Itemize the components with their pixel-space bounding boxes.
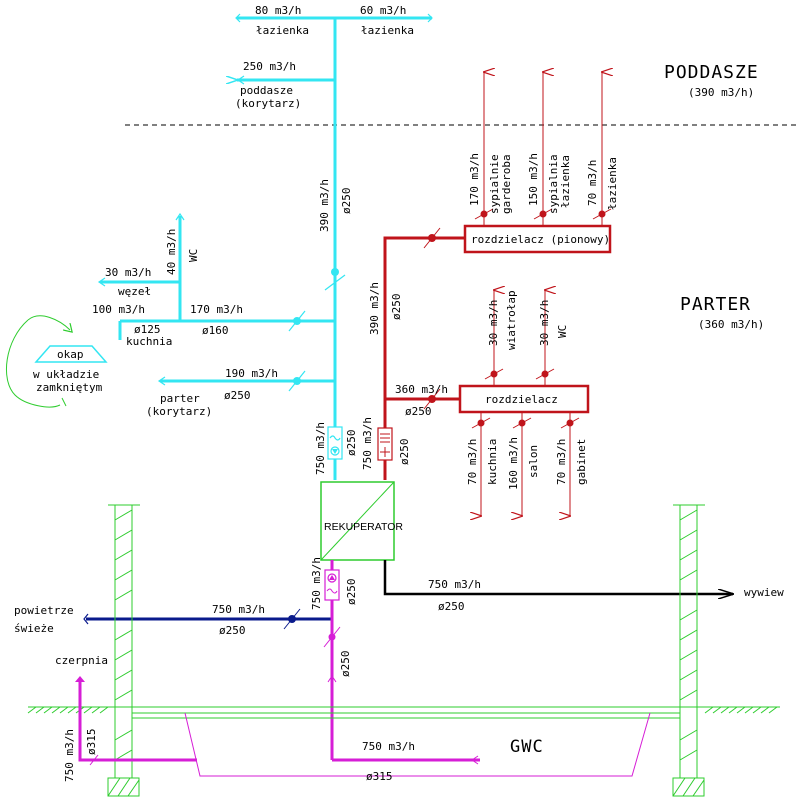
supply-main-flow: 750 m3/h bbox=[314, 422, 327, 475]
hood-label: okap bbox=[57, 348, 84, 361]
hood-note2: zamkniętym bbox=[36, 381, 103, 394]
recuperator bbox=[320, 481, 395, 561]
supply-poddasze-label1: poddasze bbox=[240, 84, 293, 97]
distributor-vertical-label: rozdzielacz (pionowy) bbox=[471, 233, 610, 246]
fresh-air-flow: 750 m3/h bbox=[212, 603, 265, 616]
supply-network bbox=[97, 13, 433, 480]
extract-sl-flow: 150 m3/h bbox=[527, 153, 540, 206]
extract-sl-label2: łazienka bbox=[559, 155, 572, 208]
fresh-air-label2: świeże bbox=[14, 622, 54, 635]
extract-network bbox=[377, 72, 612, 516]
extract-sg-label2: garderoba bbox=[500, 154, 513, 214]
extract-kuchnia-flow: 70 m3/h bbox=[466, 439, 479, 485]
exhaust-diam: ø250 bbox=[438, 600, 465, 613]
hood-note1: w układzie bbox=[33, 368, 99, 381]
intake-vertical bbox=[323, 560, 341, 760]
fresh-air-diam: ø250 bbox=[219, 624, 246, 637]
hood-symbol bbox=[5, 315, 108, 408]
supply-wc-flow: 40 m3/h bbox=[165, 229, 178, 275]
extract-kuchnia-label: kuchnia bbox=[486, 439, 499, 485]
gwc-vertical-diam: ø315 bbox=[85, 729, 98, 756]
gwc-flow: 750 m3/h bbox=[362, 740, 415, 753]
supply-wezel-flow: 30 m3/h bbox=[105, 266, 151, 279]
extract-lz-label: łazienka bbox=[606, 157, 619, 210]
gwc-diam: ø315 bbox=[366, 770, 393, 783]
supply-lazienka1-label: łazienka bbox=[256, 24, 309, 37]
supply-riser-diam: ø250 bbox=[340, 188, 353, 215]
zone-parter-flow: (360 m3/h) bbox=[698, 318, 764, 331]
distributor-label: rozdzielacz bbox=[485, 393, 558, 406]
extract-main-flow: 750 m3/h bbox=[361, 417, 374, 470]
supply-wc-label: WC bbox=[187, 249, 200, 262]
supply-korytarz-label1: parter bbox=[160, 392, 200, 405]
supply-branch-flow: 170 m3/h bbox=[190, 303, 243, 316]
exhaust-duct bbox=[383, 560, 733, 594]
extract-sg-flow: 170 m3/h bbox=[468, 153, 481, 206]
intake-lower-diam: ø250 bbox=[339, 651, 352, 678]
czerpnia-label: czerpnia bbox=[55, 654, 108, 667]
intake-vertical-flow: 750 m3/h bbox=[310, 557, 323, 610]
supply-poddasze-flow: 250 m3/h bbox=[243, 60, 296, 73]
fresh-air-label1: powietrze bbox=[14, 604, 74, 617]
supply-poddasze-label2: (korytarz) bbox=[235, 97, 301, 110]
extract-sl-label1: sypialnia bbox=[547, 154, 560, 214]
extract-gabinet-label: gabinet bbox=[575, 439, 588, 485]
gwc-vertical-flow: 750 m3/h bbox=[63, 729, 76, 782]
extract-riser-flow: 390 m3/h bbox=[368, 282, 381, 335]
exhaust-label: wywiew bbox=[744, 586, 784, 599]
supply-lazienka1-flow: 80 m3/h bbox=[255, 4, 301, 17]
extract-salon-label: salon bbox=[527, 445, 540, 478]
supply-korytarz-label2: (korytarz) bbox=[146, 405, 212, 418]
supply-branch-diam: ø160 bbox=[202, 324, 229, 337]
supply-main-diam: ø250 bbox=[345, 430, 358, 457]
exhaust-flow: 750 m3/h bbox=[428, 578, 481, 591]
extract-salon-flow: 160 m3/h bbox=[507, 437, 520, 490]
extract-wiatrolap-flow: 30 m3/h bbox=[487, 300, 500, 346]
extract-wc-label: WC bbox=[556, 325, 569, 338]
intake-vertical-diam: ø250 bbox=[345, 579, 358, 606]
building-walls bbox=[27, 504, 780, 797]
extract-main-diam: ø250 bbox=[398, 439, 411, 466]
supply-kuchnia-flow: 100 m3/h bbox=[92, 303, 145, 316]
zone-poddasze-flow: (390 m3/h) bbox=[688, 86, 754, 99]
recuperator-label: REKUPERATOR bbox=[324, 521, 403, 533]
extract-wiatrolap-label: wiatrołap bbox=[505, 290, 518, 350]
supply-lazienka2-flow: 60 m3/h bbox=[360, 4, 406, 17]
distributor-vertical-box bbox=[463, 224, 612, 254]
supply-kuchnia-diam: ø125 bbox=[134, 323, 161, 336]
gwc-loop bbox=[75, 676, 651, 777]
extract-parter-diam: ø250 bbox=[405, 405, 432, 418]
supply-kuchnia-label: kuchnia bbox=[126, 335, 172, 348]
extract-wc-flow: 30 m3/h bbox=[538, 300, 551, 346]
extract-riser-diam: ø250 bbox=[390, 294, 403, 321]
extract-lz-flow: 70 m3/h bbox=[586, 160, 599, 206]
extract-gabinet-flow: 70 m3/h bbox=[555, 439, 568, 485]
supply-riser-flow: 390 m3/h bbox=[318, 179, 331, 232]
extract-sg-label1: sypialnie bbox=[488, 154, 501, 214]
supply-wezel-label: węzeł bbox=[118, 285, 151, 298]
supply-lazienka2-label: łazienka bbox=[361, 24, 414, 37]
extract-parter-flow: 360 m3/h bbox=[395, 383, 448, 396]
supply-korytarz-flow: 190 m3/h bbox=[225, 367, 278, 380]
zone-poddasze: PODDASZE bbox=[664, 62, 759, 83]
zone-parter: PARTER bbox=[680, 294, 751, 315]
supply-korytarz-diam: ø250 bbox=[224, 389, 251, 402]
gwc-label: GWC bbox=[510, 737, 544, 757]
distributor-box bbox=[458, 384, 590, 414]
